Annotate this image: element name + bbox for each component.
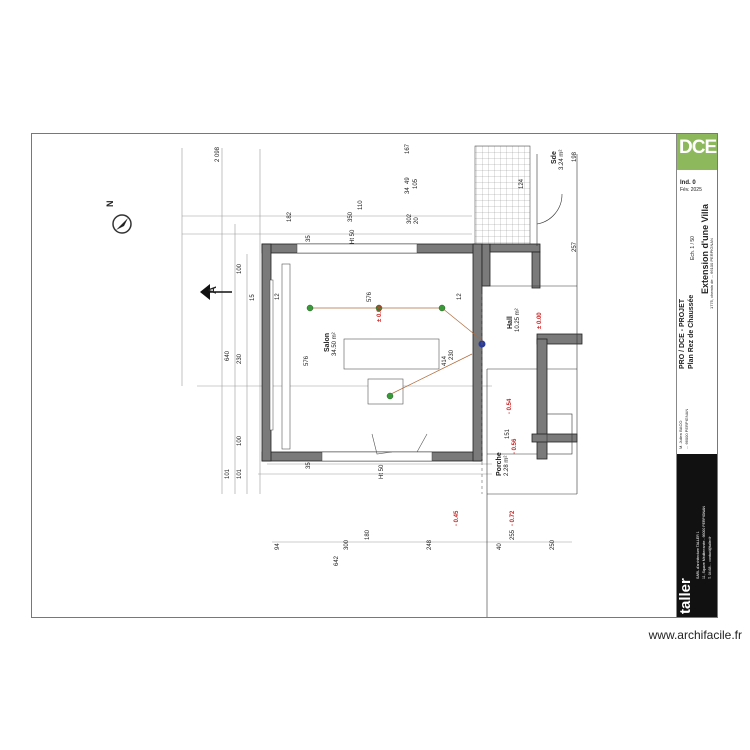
scale-label: Ech. 1 / 50	[690, 236, 696, 260]
dim-180: 180	[365, 529, 371, 540]
level-salon: ± 0.00	[377, 305, 383, 322]
dim-2098: 2 098	[215, 146, 221, 162]
agency-block: taller SARL d'architecture TALLER 1 11, …	[677, 454, 717, 617]
dce-badge: DCE	[677, 134, 717, 170]
dim-101a: 101	[225, 468, 231, 479]
dim-110: 110	[358, 200, 364, 210]
hall-label: Hall	[507, 316, 514, 329]
dim-198: 198	[572, 151, 578, 162]
north-label: N	[105, 200, 115, 208]
dim-167: 167	[405, 143, 411, 154]
dim-350: 350	[348, 211, 354, 222]
level-056: - 0.56	[512, 438, 518, 454]
dim-255: 255	[510, 529, 516, 540]
dim-576b: 576	[304, 355, 310, 366]
coffee-table	[367, 378, 404, 405]
level-072: - 0.72	[510, 510, 516, 526]
dim-640: 640	[225, 350, 231, 361]
dim-151: 151	[505, 428, 511, 439]
address-line: 1775, chemin de ... 66100 PERPIGNAN	[709, 238, 714, 309]
dim-182: 182	[287, 211, 293, 222]
dim-12b: 12	[457, 293, 463, 300]
dim-414: 414	[442, 355, 448, 366]
dim-257: 257	[572, 241, 578, 252]
agency-line-3: T. 04.68.... contact@taller.fr	[708, 536, 712, 579]
salon-label: Salon	[324, 332, 331, 352]
hall-walls	[481, 243, 583, 460]
porche-label: Porche	[496, 452, 503, 476]
dimension-lines	[181, 148, 572, 543]
title-block: DCE Ind. 0 Fév. 2025 Ech. 1 / 50 Extensi…	[676, 134, 717, 617]
floor-plan	[112, 145, 583, 617]
dce-badge-text: DCE	[679, 137, 717, 158]
level-hall: ± 0.00	[537, 312, 543, 329]
dim-34: 34	[405, 187, 411, 194]
hall-area: 10.25 m²	[515, 308, 521, 332]
section-label: A	[207, 286, 219, 294]
agency-logo-text: taller	[677, 578, 694, 614]
dim-20: 20	[414, 217, 420, 224]
client-line-1: M. Julien BACO	[678, 420, 683, 449]
dim-40: 40	[497, 543, 503, 550]
phase-label: PRO / DCE - PROJET	[679, 298, 686, 369]
sofa	[343, 338, 440, 370]
watermark-text: www.archifacile.fr	[648, 628, 742, 642]
dim-49: 49	[405, 177, 411, 184]
tiled-area	[474, 145, 531, 247]
porche-area: 2.28 m²	[504, 455, 510, 476]
dim-35a: 35	[306, 235, 312, 242]
client-line-2: ... 66000 PERPIGNAN	[684, 408, 689, 449]
dim-105: 105	[413, 178, 419, 189]
dim-302: 302	[407, 213, 413, 224]
dim-94: 94	[275, 543, 281, 550]
plan-label: Plan Rez de Chaussée	[688, 294, 695, 369]
level-054: - 0.54	[507, 398, 513, 414]
dim-250: 250	[550, 539, 556, 550]
date-label: Fév. 2025	[680, 187, 702, 193]
dim-124: 124	[519, 178, 525, 189]
salon-area: 34.50 m²	[332, 332, 338, 356]
dim-300: 300	[344, 539, 350, 550]
dim-230b: 230	[449, 349, 455, 360]
dim-35b: 35	[306, 462, 312, 469]
dim-101b: 101	[237, 468, 243, 479]
dim-ht50a: Ht 50	[350, 229, 356, 244]
dim-100b: 100	[237, 435, 243, 446]
sde-area: 3.24 m²	[559, 149, 565, 170]
north-arrow-icon	[112, 214, 132, 234]
level-045: - 0.45	[454, 510, 460, 526]
dim-230: 230	[237, 353, 243, 364]
sde-label: Sde	[551, 151, 558, 164]
index-label: Ind. 0	[680, 180, 696, 186]
dim-12a: 12	[275, 293, 281, 300]
dim-642: 642	[334, 555, 340, 566]
dim-100a: 100	[237, 263, 243, 274]
dim-576a: 576	[367, 291, 373, 302]
dim-15: 15	[250, 294, 256, 301]
agency-line-2: 11, Square Méditerranée - 66000 PERPIGNA…	[702, 506, 706, 579]
agency-line-1: SARL d'architecture TALLER 1	[696, 531, 700, 579]
section-arrow-icon	[200, 284, 232, 300]
dim-248: 248	[427, 539, 433, 550]
drawing-sheet: Salon 34.50 m² Hall 10.25 m² Porche 2.28…	[31, 133, 718, 618]
dim-ht50b: Ht 50	[379, 464, 385, 479]
